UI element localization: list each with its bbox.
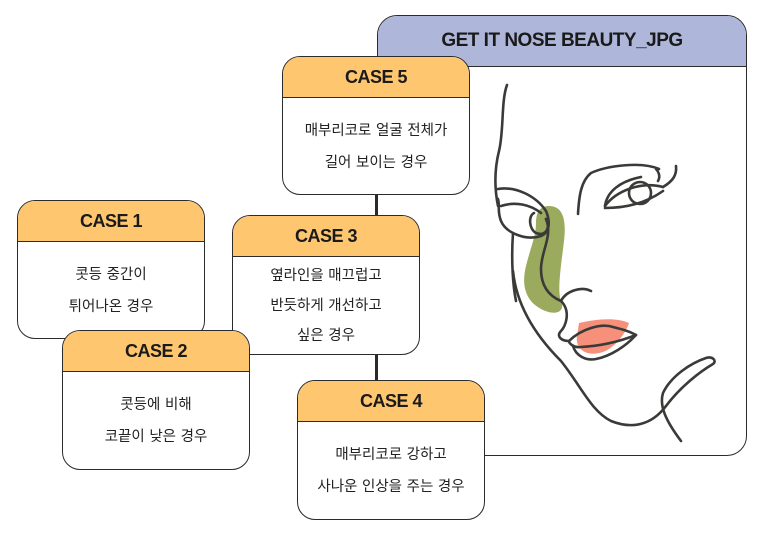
case-card-2: CASE 2 콧등에 비해 코끝이 낮은 경우: [62, 330, 250, 470]
case-line: 사나운 인상을 주는 경우: [317, 478, 465, 495]
case-description: 콧등에 비해 코끝이 낮은 경우: [63, 372, 249, 469]
case-line: 콧등에 비해: [120, 396, 192, 413]
case-card-1: CASE 1 콧등 중간이 튀어나온 경우: [17, 200, 205, 339]
case-title: CASE 1: [18, 201, 204, 242]
case-card-4: CASE 4 매부리코로 강하고 사나운 인상을 주는 경우: [297, 380, 485, 520]
case-line: 매부리코로 얼굴 전체가: [304, 122, 448, 139]
case-line: 코끝이 낮은 경우: [104, 428, 208, 445]
case-title: CASE 2: [63, 331, 249, 372]
case-description: 매부리코로 얼굴 전체가 길어 보이는 경우: [283, 98, 469, 194]
connector-case3-case4: [375, 354, 377, 381]
case-card-5: CASE 5 매부리코로 얼굴 전체가 길어 보이는 경우: [282, 56, 470, 195]
case-line: 옆라인을 매끄럽고: [270, 267, 382, 284]
case-line: 싶은 경우: [297, 327, 355, 344]
case-line: 반듯하게 개선하고: [270, 297, 382, 314]
connector-case5-case3: [375, 194, 377, 216]
case-description: 콧등 중간이 튀어나온 경우: [18, 242, 204, 338]
case-title: CASE 4: [298, 381, 484, 422]
face-line-art-icon: [494, 83, 716, 443]
case-line: 매부리코로 강하고: [335, 446, 447, 463]
case-line: 길어 보이는 경우: [324, 154, 428, 171]
case-description: 옆라인을 매끄럽고 반듯하게 개선하고 싶은 경우: [233, 257, 419, 354]
case-description: 매부리코로 강하고 사나운 인상을 주는 경우: [298, 422, 484, 519]
case-card-3: CASE 3 옆라인을 매끄럽고 반듯하게 개선하고 싶은 경우: [232, 215, 420, 355]
case-title: CASE 3: [233, 216, 419, 257]
case-title: CASE 5: [283, 57, 469, 98]
case-line: 콧등 중간이: [75, 266, 147, 283]
case-line: 튀어나온 경우: [68, 298, 154, 315]
